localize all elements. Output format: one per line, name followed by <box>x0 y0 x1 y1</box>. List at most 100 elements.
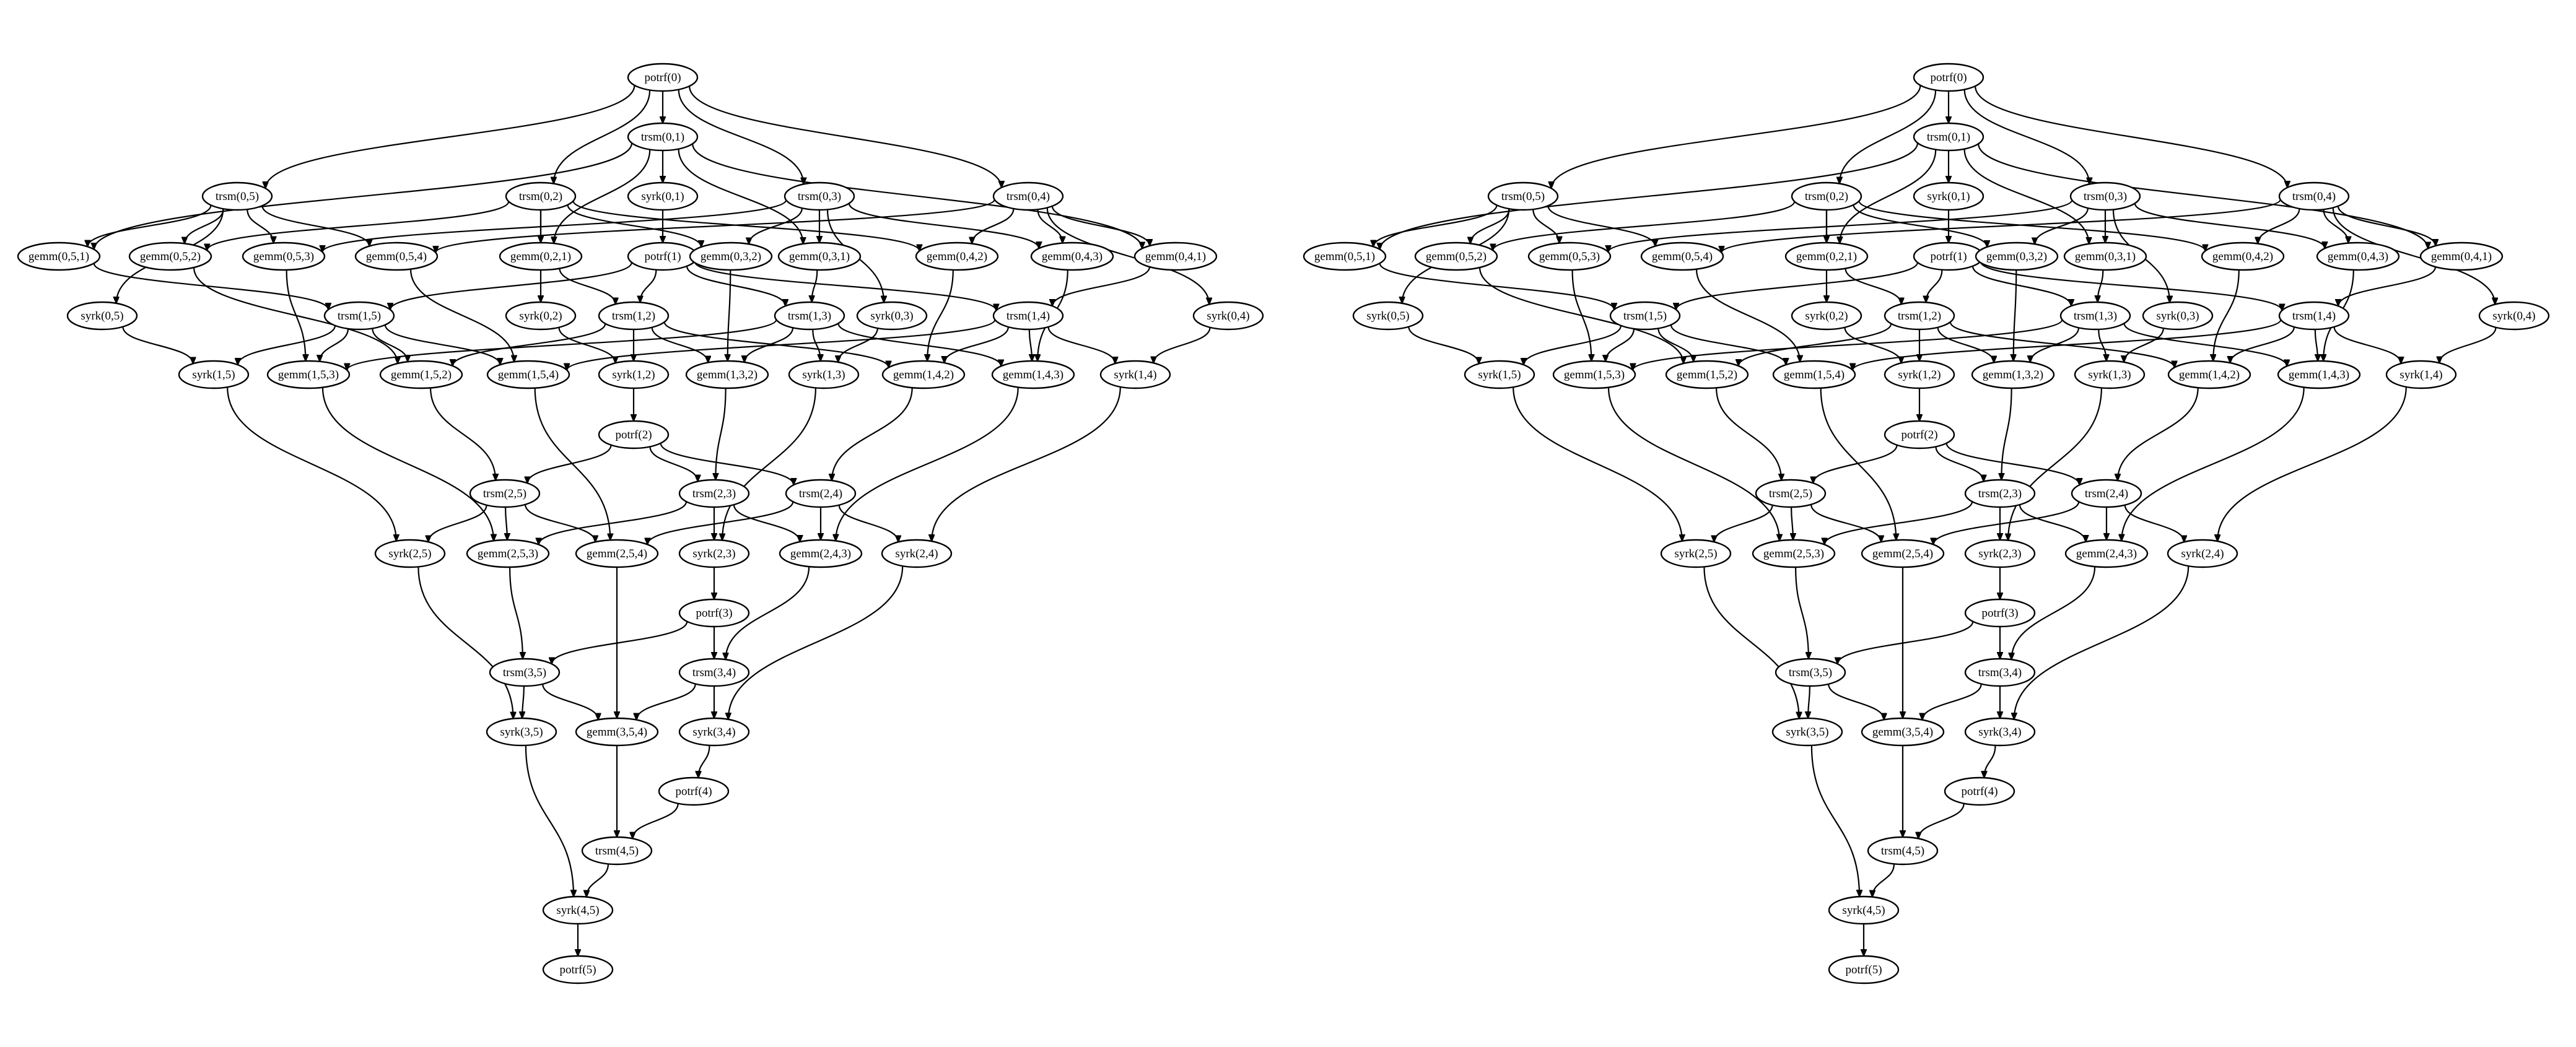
node-ellipse <box>2069 181 2141 211</box>
node-right-syrk-0-4: syrk(0,4) <box>2478 301 2550 331</box>
node-ellipse <box>627 122 699 152</box>
node-ellipse <box>1884 360 1955 389</box>
node-label: gemm(0,5,4) <box>1652 250 1713 263</box>
node-ellipse <box>2478 301 2550 331</box>
node-label: syrk(3,5) <box>500 726 543 739</box>
edge-left-gemm-1-4-2-to-trsm-2-4 <box>832 388 913 480</box>
node-label: gemm(2,5,4) <box>587 547 647 560</box>
edge-left-trsm-0-5-to-gemm-0-5-4 <box>261 205 369 246</box>
edge-right-syrk-0-5-to-syrk-1-5 <box>1408 326 1478 364</box>
node-label: syrk(0,2) <box>1805 310 1848 323</box>
node-ellipse <box>2167 539 2238 568</box>
node-label: syrk(0,3) <box>870 310 913 323</box>
node-ellipse <box>774 301 845 331</box>
node-label: syrk(1,3) <box>802 368 845 381</box>
edge-right-gemm-0-3-2-to-gemm-1-3-2 <box>2014 269 2017 361</box>
node-ellipse <box>505 301 577 331</box>
node-label: syrk(2,4) <box>2181 547 2224 560</box>
node-ellipse <box>1861 539 1945 568</box>
graph-left-edges <box>87 85 1210 956</box>
node-ellipse <box>1784 241 1869 271</box>
node-label: gemm(1,5,4) <box>498 368 559 381</box>
node-right-potrf-3: potrf(3) <box>1964 598 2036 628</box>
node-ellipse <box>2201 241 2285 271</box>
node-label: syrk(1,4) <box>2399 368 2442 381</box>
node-left-trsm-2-5: trsm(2,5) <box>469 479 541 508</box>
node-ellipse <box>678 717 750 747</box>
edge-right-trsm-0-5-to-gemm-0-5-3 <box>1532 209 1559 243</box>
edge-right-trsm-2-5-to-gemm-2-5-3 <box>1791 506 1793 540</box>
node-ellipse <box>685 360 769 389</box>
node-right-syrk-4-5: syrk(4,5) <box>1828 895 1900 925</box>
node-ellipse <box>66 301 138 331</box>
node-label: trsm(1,5) <box>338 310 381 323</box>
node-ellipse <box>992 301 1064 331</box>
node-label: syrk(2,5) <box>388 547 431 560</box>
edge-right-trsm-1-5-to-syrk-1-5 <box>1524 325 1622 365</box>
node-label: syrk(1,4) <box>1114 368 1156 381</box>
node-label: trsm(1,3) <box>788 310 831 323</box>
node-label: trsm(4,5) <box>1881 845 1924 858</box>
node-label: trsm(2,4) <box>2085 487 2128 500</box>
node-right-syrk-0-1: syrk(0,1) <box>1913 181 1984 211</box>
node-left-gemm-0-5-1: gemm(0,5,1) <box>17 241 101 271</box>
node-label: syrk(0,3) <box>2156 310 2199 323</box>
edge-left-trsm-2-3-to-gemm-2-5-3 <box>539 501 688 544</box>
node-ellipse <box>2316 241 2400 271</box>
edge-left-trsm-1-3-to-syrk-1-3 <box>812 329 820 361</box>
node-left-trsm-0-5: trsm(0,5) <box>201 181 273 211</box>
node-ellipse <box>1665 360 1749 389</box>
edge-right-trsm-2-4-to-syrk-2-4 <box>2124 505 2184 542</box>
edge-left-trsm-1-3-to-gemm-1-5-3 <box>347 319 777 370</box>
node-left-trsm-1-2: trsm(1,2) <box>598 301 670 331</box>
node-label: gemm(0,5,3) <box>1539 250 1600 263</box>
node-label: gemm(0,4,3) <box>2328 250 2388 263</box>
node-label: potrf(4) <box>675 785 712 798</box>
node-ellipse <box>374 539 446 568</box>
node-ellipse <box>1192 301 1264 331</box>
node-label: trsm(3,4) <box>1978 666 2022 679</box>
node-ellipse <box>991 360 1075 389</box>
node-ellipse <box>779 539 863 568</box>
edge-right-potrf-2-to-trsm-2-5 <box>1814 445 1898 484</box>
node-left-syrk-2-3: syrk(2,3) <box>678 539 750 568</box>
edge-right-gemm-1-4-3-to-gemm-2-4-3 <box>2121 387 2305 541</box>
edge-left-trsm-2-4-to-syrk-2-4 <box>838 505 898 542</box>
edge-right-trsm-2-5-to-gemm-2-5-4 <box>1810 504 1881 542</box>
node-left-gemm-2-5-3: gemm(2,5,3) <box>466 539 550 568</box>
node-left-syrk-3-4: syrk(3,4) <box>678 717 750 747</box>
node-ellipse <box>505 181 577 211</box>
edge-right-trsm-1-3-to-gemm-1-4-3 <box>2123 323 2287 366</box>
node-left-trsm-0-2: trsm(0,2) <box>505 181 577 211</box>
node-label: gemm(3,5,4) <box>587 726 647 739</box>
node-right-trsm-1-5: trsm(1,5) <box>1609 301 1681 331</box>
edge-right-trsm-0-3-to-gemm-0-5-3 <box>1609 199 2073 252</box>
edge-left-trsm-1-5-to-gemm-1-5-2 <box>372 328 408 362</box>
edge-right-syrk-3-4-to-potrf-4 <box>1984 745 1996 778</box>
node-label: potrf(1) <box>644 250 681 263</box>
edge-right-trsm-1-2-to-gemm-1-5-2 <box>1739 323 1892 366</box>
node-label: trsm(0,1) <box>1927 131 1970 144</box>
node-right-trsm-1-4: trsm(1,4) <box>2278 301 2350 331</box>
node-ellipse <box>1352 301 1424 331</box>
node-ellipse <box>598 420 670 450</box>
node-ellipse <box>1828 895 1900 925</box>
edge-left-potrf-1-to-trsm-1-5 <box>390 262 632 310</box>
edge-right-trsm-1-4-to-gemm-1-5-4 <box>1853 319 2282 370</box>
node-ellipse <box>2167 360 2251 389</box>
edge-left-gemm-1-4-3-to-gemm-2-4-3 <box>836 387 1019 541</box>
node-label: gemm(2,4,3) <box>790 547 851 560</box>
edge-right-potrf-0-to-trsm-0-3 <box>1963 89 2090 185</box>
node-label: gemm(0,4,1) <box>1145 250 1206 263</box>
node-label: potrf(0) <box>1930 71 1967 84</box>
node-right-potrf-4: potrf(4) <box>1944 776 2015 806</box>
edge-right-trsm-0-3-to-gemm-0-3-2 <box>2035 207 2089 244</box>
edge-left-trsm-2-4-to-gemm-2-5-4 <box>647 501 794 544</box>
node-label: syrk(2,3) <box>1978 547 2021 560</box>
node-left-potrf-4: potrf(4) <box>658 776 730 806</box>
node-ellipse <box>542 895 614 925</box>
node-ellipse <box>689 241 773 271</box>
node-right-trsm-4-5: trsm(4,5) <box>1867 836 1939 866</box>
node-label: trsm(1,4) <box>2292 310 2336 323</box>
node-right-gemm-0-2-1: gemm(0,2,1) <box>1784 241 1869 271</box>
